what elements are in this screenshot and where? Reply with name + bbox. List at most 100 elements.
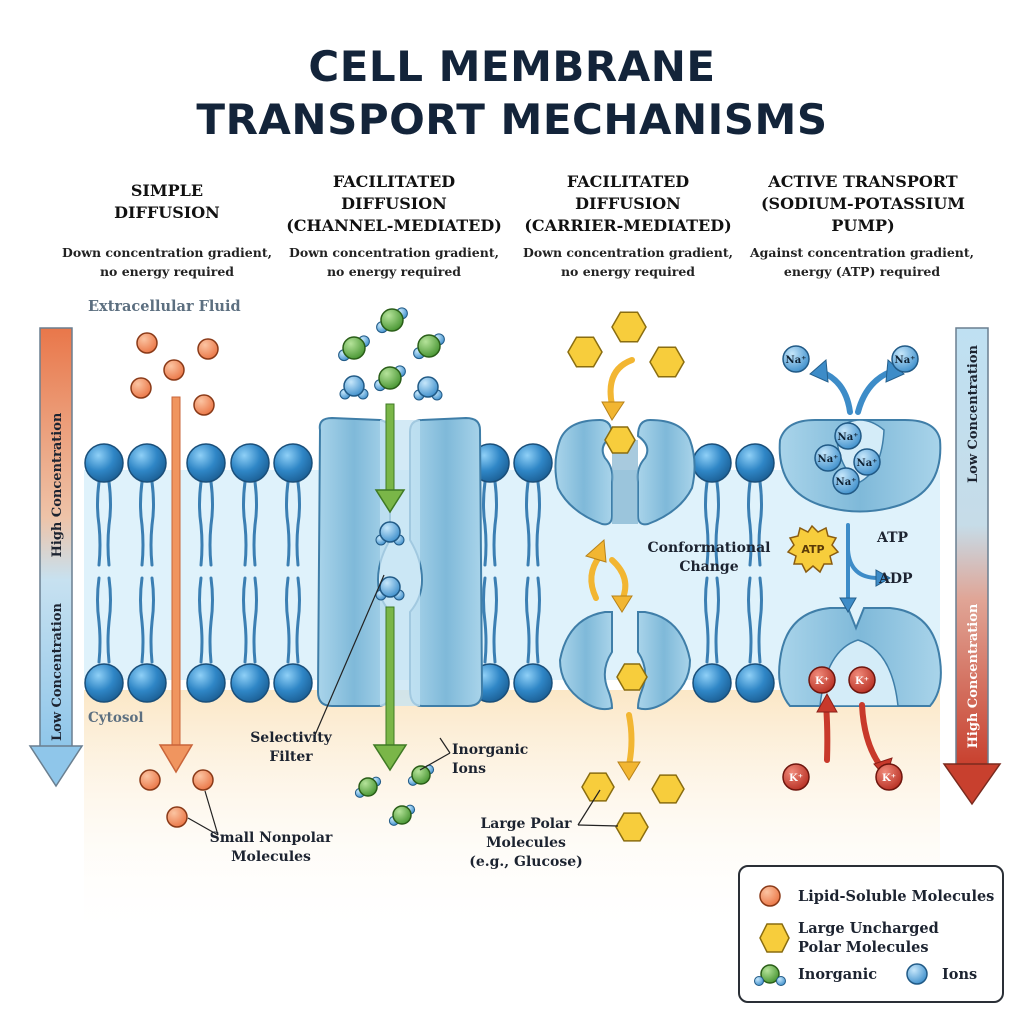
- svg-text:K⁺: K⁺: [789, 773, 803, 784]
- ion-molecule: [375, 576, 405, 601]
- legend-inorganic: Inorganic: [798, 966, 878, 983]
- inorganic-molecule: [354, 776, 382, 798]
- legend-lipid-soluble: Lipid-Soluble Molecules: [798, 888, 995, 905]
- polar-molecule: [604, 426, 636, 454]
- gradient-label-left-top: High Concentration: [50, 412, 65, 557]
- svg-text:K⁺: K⁺: [855, 676, 869, 687]
- label-line: Inorganic: [452, 742, 529, 758]
- desc-line: no energy required: [560, 264, 696, 279]
- title-line-2: TRANSPORT MECHANISMS: [196, 95, 828, 144]
- ion: Na⁺: [853, 448, 881, 476]
- legend-ion-icon: [906, 963, 928, 985]
- left-gradient-arrow: [28, 327, 84, 788]
- lipid-soluble-molecule: [136, 332, 158, 354]
- heading-line: DIFFUSION: [575, 194, 681, 213]
- svg-text:K⁺: K⁺: [882, 773, 896, 784]
- small-nonpolar-label: Small Nonpolar Molecules: [196, 829, 346, 867]
- inorganic-molecule: [376, 307, 408, 334]
- atp-badge-label: ATP: [801, 543, 824, 556]
- legend-hexagon-icon: [759, 923, 790, 953]
- lipid-soluble-molecule: [166, 806, 188, 828]
- svg-text:Na⁺: Na⁺: [818, 454, 839, 465]
- heading-line: (SODIUM-POTASSIUM: [760, 194, 966, 213]
- heading-simple-diffusion: SIMPLE DIFFUSION: [62, 180, 272, 224]
- heading-line: ACTIVE TRANSPORT: [768, 172, 958, 191]
- label-line: Ions: [452, 761, 486, 777]
- desc-channel-mediated: Down concentration gradient, no energy r…: [278, 243, 510, 281]
- potassium-ion: K⁺: [808, 666, 836, 694]
- gradient-label-right-top: Low Concentration: [966, 344, 981, 483]
- inorganic-molecule: [388, 804, 416, 826]
- heading-line: DIFFUSION: [114, 203, 220, 222]
- lipid-soluble-molecule: [139, 769, 161, 791]
- heading-channel-mediated: FACILITATED DIFFUSION (CHANNEL-MEDIATED): [282, 171, 506, 237]
- page-title: CELL MEMBRANE TRANSPORT MECHANISMS: [0, 42, 1024, 144]
- desc-line: no energy required: [99, 264, 235, 279]
- selectivity-filter-label: Selectivity Filter: [236, 729, 346, 767]
- inorganic-ions-label: Inorganic Ions: [452, 741, 528, 779]
- phospholipid: [186, 443, 226, 703]
- ion-molecule: [375, 521, 405, 546]
- conformational-change-label: Conformational Change: [634, 539, 784, 577]
- legend-ions: Ions: [942, 966, 978, 983]
- phospholipid: [84, 443, 124, 703]
- cytosol-label: Cytosol: [88, 710, 144, 726]
- desc-active-transport: Against concentration gradient, energy (…: [744, 243, 980, 281]
- svg-text:K⁺: K⁺: [815, 676, 829, 687]
- pump-arrows: [819, 369, 893, 771]
- phospholipid: [230, 443, 270, 703]
- potassium-ion: K⁺: [848, 666, 876, 694]
- heading-carrier-mediated: FACILITATED DIFFUSION (CARRIER-MEDIATED): [516, 171, 740, 237]
- gradient-label-left-bottom: Low Concentration: [50, 602, 65, 741]
- potassium-ion: K⁺: [782, 763, 810, 791]
- desc-line: Down concentration gradient,: [62, 245, 272, 260]
- carrier-protein-open-inside: [558, 611, 692, 711]
- lipid-soluble-molecule: [192, 769, 214, 791]
- extracellular-fluid-label: Extracellular Fluid: [88, 298, 241, 315]
- atp-label: ATP: [876, 530, 909, 546]
- ion: Na⁺: [891, 345, 919, 373]
- phospholipid: [513, 443, 553, 703]
- simple-diffusion-group: [130, 332, 219, 836]
- title-line-1: CELL MEMBRANE: [308, 42, 716, 91]
- legend-large-uncharged: Large Uncharged Polar Molecules: [798, 919, 939, 957]
- label-line: Large Polar: [480, 816, 572, 832]
- lipid-soluble-molecule: [193, 394, 215, 416]
- polar-molecule: [611, 311, 647, 343]
- label-line: Molecules: [486, 835, 566, 851]
- ion-molecule: [339, 375, 369, 400]
- label-line: Filter: [269, 749, 313, 765]
- inorganic-molecule: [338, 335, 370, 362]
- legend-inorganic-icon: [754, 964, 786, 986]
- phospholipid: [127, 443, 167, 703]
- ion: Na⁺: [782, 345, 810, 373]
- polar-molecule: [649, 346, 685, 378]
- phospholipid: [735, 443, 775, 703]
- desc-simple-diffusion: Down concentration gradient, no energy r…: [52, 243, 282, 281]
- legend-line: Large Uncharged: [798, 920, 939, 937]
- lipid-soluble-molecule: [130, 377, 152, 399]
- desc-line: energy (ATP) required: [783, 264, 941, 279]
- gradient-label-right-bottom: High Concentration: [966, 603, 981, 748]
- polar-molecule: [615, 812, 649, 842]
- label-line: Change: [679, 559, 739, 575]
- polar-molecule: [567, 336, 603, 368]
- ion: Na⁺: [814, 444, 842, 472]
- adp-label: ADP: [878, 571, 913, 587]
- label-line: Molecules: [231, 849, 311, 865]
- legend: Lipid-Soluble Molecules Large Uncharged …: [738, 865, 1004, 1003]
- phospholipid: [273, 443, 313, 703]
- lipid-soluble-molecule: [197, 338, 219, 360]
- carrier-arrowheads: [584, 401, 641, 781]
- legend-line: Polar Molecules: [798, 939, 929, 956]
- svg-text:Na⁺: Na⁺: [786, 355, 807, 366]
- heading-line: SIMPLE: [130, 181, 204, 200]
- ion: Na⁺: [832, 467, 860, 495]
- heading-line: FACILITATED: [566, 172, 690, 191]
- inorganic-molecule: [413, 333, 445, 360]
- channel-molecules: [338, 307, 445, 826]
- ion: Na⁺: [834, 422, 862, 450]
- desc-line: Down concentration gradient,: [289, 245, 499, 260]
- svg-text:Na⁺: Na⁺: [836, 477, 857, 488]
